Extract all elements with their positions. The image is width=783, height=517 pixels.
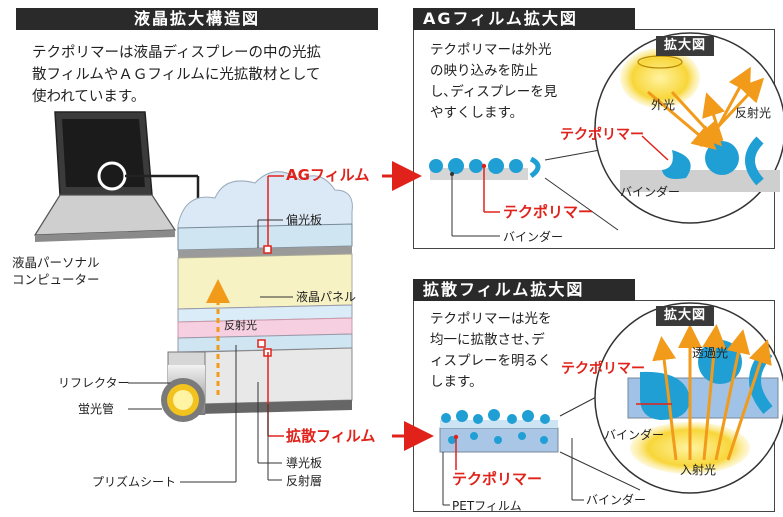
lcd-layer-stack (161, 171, 353, 422)
diffusion-incident-light-label: 入射光 (680, 463, 717, 477)
reflective-layer-label: 反射層 (286, 474, 323, 488)
reflected-light-label: 反射光 (224, 319, 257, 332)
diffusion-pet-film-label: PETフィルム (452, 499, 522, 513)
diffusion-film-label: 拡散フィルム (286, 427, 376, 445)
left-leader-lines (128, 219, 293, 483)
diffusion-binder-label: バインダー (586, 493, 647, 507)
ag-panel-title: AGフィルム拡大図 (413, 8, 635, 30)
diffusion-leaders (442, 438, 584, 506)
fluorescent-tube-label: 蛍光管 (78, 402, 115, 416)
ag-binder-label: バインダー (503, 230, 564, 244)
diffusion-panel-title: 拡散フィルム拡大図 (413, 279, 635, 301)
light-guide-label: 導光板 (286, 456, 323, 470)
diffusion-techpolymer-label: テクポリマー (452, 470, 543, 488)
diffusion-zoom-circle (594, 302, 783, 494)
ag-binder-zoom-label: バインダー (620, 185, 681, 199)
ag-techpolymer-label: テクポリマー (503, 203, 594, 221)
diffusion-zoom-title: 拡大図 (656, 306, 715, 326)
diffusion-film-closeup (439, 394, 641, 491)
prism-sheet-label: プリズムシート (92, 475, 177, 489)
ag-binder-leader (451, 174, 500, 237)
ag-zoom-title: 拡大図 (656, 36, 715, 56)
diffusion-transmitted-light-label: 透過光 (692, 346, 729, 360)
ag-techpolymer-zoom-label: テクポリマー (560, 127, 644, 143)
lc-panel-label: 液晶パネル (296, 290, 357, 304)
pc-label: 液晶パーソナル コンピューター (12, 255, 100, 287)
diffusion-binder-zoom-label: バインダー (604, 428, 665, 442)
ag-techpolymer-leader (483, 166, 500, 213)
ag-film-label: AGフィルム (286, 166, 370, 184)
ag-zoom-circle (594, 32, 783, 224)
laptop-icon (33, 111, 205, 242)
ag-film-pointer (263, 161, 422, 254)
diffusion-description: テクポリマーは光を 均一に拡散させ､デ ィスプレーを明るく します。 (430, 311, 552, 390)
ag-film-closeup (429, 149, 619, 231)
ag-reflected-light-label: 反射光 (735, 106, 772, 120)
structure-title: 液晶拡大構造図 (16, 8, 378, 30)
ag-outside-light-label: 外光 (651, 98, 676, 112)
structure-description: テクポリマーは液晶ディスプレーの中の光拡 散フィルムやＡＧフィルムに光拡散材とし… (32, 45, 321, 105)
reflector-label: リフレクター (58, 376, 130, 390)
polarizer-label: 偏光板 (286, 213, 323, 227)
ag-description: テクポリマーは外光 の映り込みを防止 し､ディスプレーを見 やすくします。 (430, 42, 558, 121)
diffusion-techpolymer-zoom-label: テクポリマー (561, 361, 645, 377)
